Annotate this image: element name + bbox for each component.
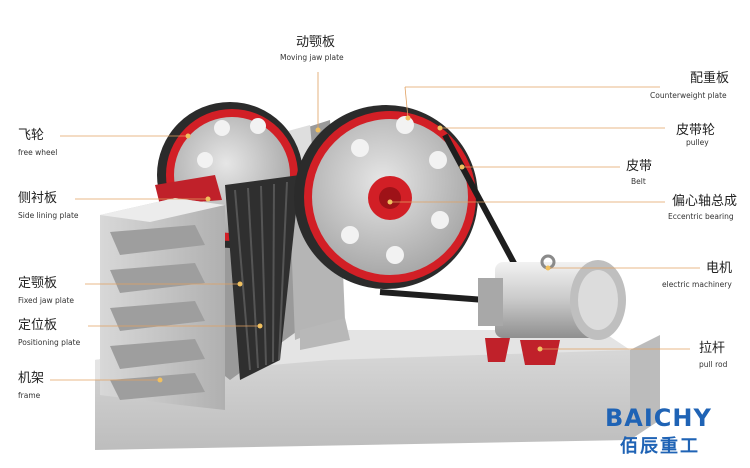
label-positioning-zh: 定位板 xyxy=(18,318,58,333)
label-pulley-zh: 皮带轮 xyxy=(676,123,716,138)
pulley-wheel xyxy=(294,105,478,289)
label-motor-zh: 电机 xyxy=(706,261,733,276)
leader-lines xyxy=(50,72,700,381)
side-bracket xyxy=(155,175,222,205)
label-eccentric-zh: 偏心轴总成 xyxy=(672,194,738,209)
label-pulley-en: pulley xyxy=(686,138,709,147)
label-motor-en: electric machinery xyxy=(662,280,732,289)
label-flywheel-en: free wheel xyxy=(18,148,58,157)
label-flywheel-zh: 飞轮 xyxy=(18,128,45,143)
label-side-lining-zh: 侧衬板 xyxy=(18,191,58,206)
label-counterweight-zh: 配重板 xyxy=(690,71,730,86)
brand-logo-en: BAICHY xyxy=(605,404,712,432)
brand-logo-zh: 佰辰重工 xyxy=(620,436,700,457)
electric-motor xyxy=(478,254,626,365)
label-moving-jaw-zh: 动颚板 xyxy=(296,35,336,50)
drive-belt xyxy=(379,133,518,303)
label-belt-en: Belt xyxy=(631,177,646,186)
jaw-plates xyxy=(225,175,300,380)
label-pull-rod-en: pull rod xyxy=(699,360,728,369)
label-fixed-jaw-en: Fixed jaw plate xyxy=(18,296,75,305)
label-frame-en: frame xyxy=(18,391,41,400)
label-frame-zh: 机架 xyxy=(18,371,45,386)
label-side-lining-en: Side lining plate xyxy=(18,211,79,220)
label-fixed-jaw-zh: 定颚板 xyxy=(18,276,58,291)
label-positioning-en: Positioning plate xyxy=(18,338,81,347)
label-eccentric-en: Eccentric bearing xyxy=(668,212,734,221)
feed-frame xyxy=(100,198,225,410)
label-pull-rod-zh: 拉杆 xyxy=(699,341,726,356)
label-moving-jaw-en: Moving jaw plate xyxy=(280,53,344,62)
label-counterweight-en: Counterweight plate xyxy=(650,91,727,100)
label-belt-zh: 皮带 xyxy=(626,159,653,174)
pull-rod-part xyxy=(300,318,350,350)
leader-dots xyxy=(157,115,551,383)
